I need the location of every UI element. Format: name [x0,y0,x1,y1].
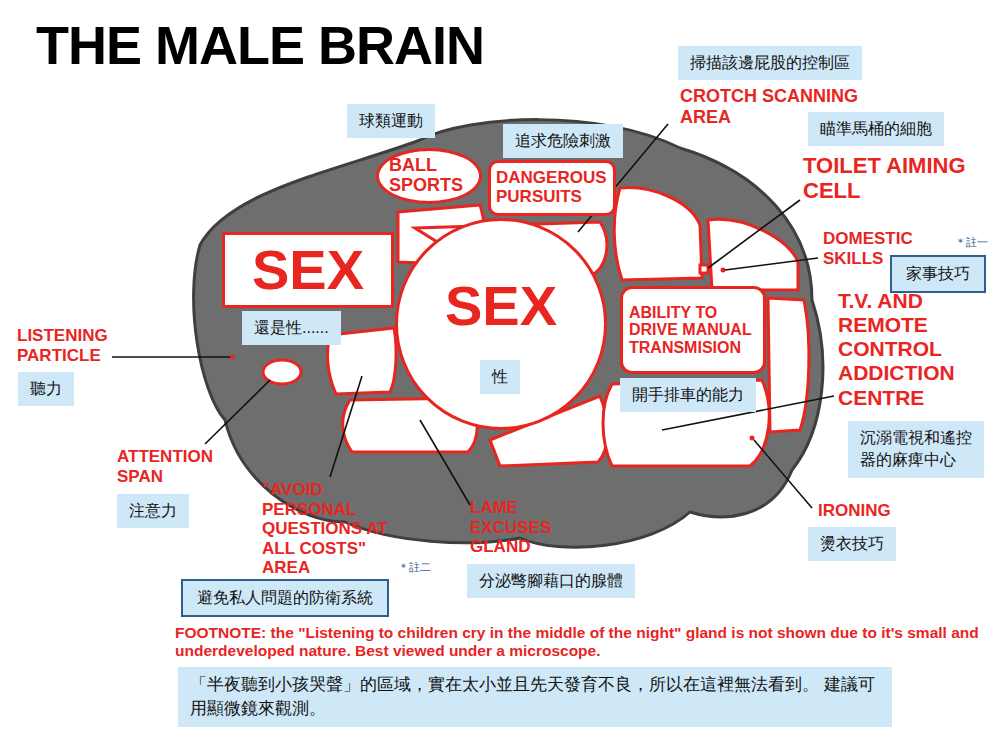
annotation-label: ATTENTION SPAN [117,447,239,486]
translation-box: 球類運動 [347,104,435,138]
brain-region: ABILITY TO DRIVE MANUAL TRANSMISION [620,286,766,374]
translation-box: 燙衣技巧 [808,527,896,561]
translation-box: 注意力 [117,494,189,528]
annotation-label: ＊註二 [398,561,431,574]
node-text: 避免私人問題的防衛系統 [197,587,373,609]
leader-line [754,440,812,508]
node-text: 燙衣技巧 [820,533,884,555]
diagram-title: THE MALE BRAIN [36,14,484,76]
annotation-label: LAME EXCUSES GLAND [470,498,570,557]
node-text: 家事技巧 [906,263,970,285]
leader-line [112,356,230,358]
translation-box: 家事技巧 [890,255,986,293]
node-text: 聽力 [30,378,62,400]
translation-box: 追求危險刺激 [503,124,623,158]
translation-box: 性 [480,360,520,394]
annotation-label: ＊註一 [955,236,988,249]
node-text: 瞄準馬桶的細胞 [820,118,932,140]
translation-box: 沉溺電視和遙控器的麻痺中心 [848,421,984,478]
ironing-dot [750,436,755,441]
annotation-label: "AVOID PERSONAL QUESTIONS AT ALL COSTS" … [262,480,404,578]
domestic-dot [721,268,726,273]
node-text: 「半夜聽到小孩哭聲」的區域，實在太小並且先天發育不良，所以在這裡無法看到。 建議… [190,673,880,721]
brain-region: DANGEROUS PURSUITS [488,160,616,216]
leader-line [708,200,800,268]
node-text: 開手排車的能力 [632,384,744,406]
footnote-translation-box: 「半夜聽到小孩哭聲」的區域，實在太小並且先天發育不良，所以在這裡無法看到。 建議… [178,667,892,727]
leader-line [725,258,818,270]
node-text: DANGEROUS PURSUITS [496,169,608,206]
annotation-label: TOILET AIMING CELL [803,153,971,204]
annotation-label: CROTCH SCANNING AREA [680,86,885,127]
node-text: 性 [492,366,508,388]
translation-box: 瞄準馬桶的細胞 [808,112,944,146]
node-text: ABILITY TO DRIVE MANUAL TRANSMISION [629,304,757,357]
annotation-label: DOMESTIC SKILLS [823,229,945,268]
translation-box: 還是性...... [242,311,341,345]
node-text: 追求危險刺激 [515,130,611,152]
leader-line [330,376,362,477]
node-text: 注意力 [129,500,177,522]
leader-line [205,380,270,444]
annotation-label: FOOTNOTE: the "Listening to children cry… [175,624,980,660]
node-text: 掃描該邊屁股的控制區 [690,52,850,74]
brain-regions [263,188,809,466]
translation-box: 分泌彆腳藉口的腺體 [467,564,635,598]
translation-box: 避免私人問題的防衛系統 [181,579,389,617]
listening-dot [230,355,235,360]
annotation-label: LISTENING PARTICLE [17,326,135,365]
node-text: 沉溺電視和遙控器的麻痺中心 [860,427,972,472]
node-text: 還是性...... [254,317,329,339]
translation-box: 聽力 [18,372,74,406]
translation-box: 開手排車的能力 [620,378,756,412]
annotation-label: IRONING [818,501,891,521]
brain-region: SEX [222,232,394,308]
brain-region: BALL SPORTS [376,148,482,204]
node-text: 球類運動 [359,110,423,132]
node-text: BALL SPORTS [389,156,469,196]
node-text: SEX [252,239,364,301]
node-text: SEX [445,275,557,337]
translation-box: 掃描該邊屁股的控制區 [678,46,862,80]
leader-line [420,420,470,505]
annotation-label: T.V. AND REMOTE CONTROL ADDICTION CENTRE [838,289,988,410]
brain-region: SEX [395,218,607,430]
node-text: 分泌彆腳藉口的腺體 [479,570,623,592]
